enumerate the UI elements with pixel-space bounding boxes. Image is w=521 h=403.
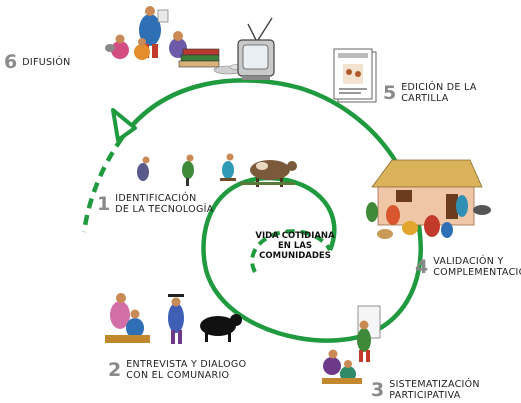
- step-2-number: 2: [108, 358, 122, 381]
- spiral-arrowhead: [111, 108, 137, 142]
- step-4-label-line-2: COMPLEMENTACIÓN: [433, 267, 521, 278]
- step-4-label: VALIDACIÓN Y COMPLEMENTACIÓN: [433, 256, 521, 278]
- center-label-line-2: EN LAS: [278, 241, 312, 251]
- step-1-label: IDENTIFICACIÓN DE LA TECNOLOGÍA: [115, 193, 213, 215]
- step-4-label-line-1: VALIDACIÓN Y: [433, 256, 504, 267]
- step-3-label: SISTEMATIZACIÓN PARTICIPATIVA: [389, 379, 480, 401]
- cow-icon: [240, 160, 297, 187]
- step-1-label-line-2: DE LA TECNOLOGÍA: [115, 204, 214, 215]
- step-6-label-line-1: DIFUSIÓN: [22, 57, 71, 68]
- peasants-group-icon: [105, 6, 187, 60]
- center-label-line-3: COMUNIDADES: [259, 251, 331, 261]
- step-3-label-line-1: SISTEMATIZACIÓN: [389, 379, 480, 390]
- adobe-house-icon: [366, 159, 491, 239]
- step-3-label-line-2: PARTICIPATIVA: [389, 390, 461, 401]
- step-6-number: 6: [4, 51, 18, 73]
- step-2-label-line-2: CON EL COMUNARIO: [126, 370, 230, 381]
- spiral-dashed-tail: [81, 136, 124, 233]
- walking-farmers-icon: [137, 153, 236, 186]
- step-2: 2 ENTREVISTA Y DIALOGO CON EL COMUNARIO: [108, 359, 246, 381]
- step-3-number: 3: [371, 378, 385, 401]
- step-5-number: 5: [383, 81, 397, 104]
- television-icon: [237, 17, 275, 80]
- step-3: 3 SISTEMATIZACIÓN PARTICIPATIVA: [371, 379, 480, 401]
- booklet-icon: [333, 48, 377, 103]
- step-2-label: ENTREVISTA Y DIALOGO CON EL COMUNARIO: [126, 359, 246, 381]
- bull-icon: [200, 314, 242, 342]
- step-1-label-line-1: IDENTIFICACIÓN: [115, 193, 197, 204]
- step-5: 5 EDICIÓN DE LA CARTILLA: [383, 82, 477, 104]
- step-5-label-line-1: EDICIÓN DE LA: [401, 82, 477, 93]
- step-6: 6 DIFUSIÓN: [4, 53, 71, 72]
- step-1-number: 1: [97, 192, 111, 215]
- interview-group-icon: [105, 293, 184, 344]
- step-5-label: EDICIÓN DE LA CARTILLA: [401, 82, 476, 104]
- step-5-label-line-2: CARTILLA: [401, 93, 449, 104]
- step-4: 4 VALIDACIÓN Y COMPLEMENTACIÓN: [415, 256, 521, 278]
- center-label-line-1: VIDA COTIDIANA: [255, 231, 335, 241]
- step-2-label-line-1: ENTREVISTA Y DIALOGO: [126, 359, 247, 370]
- step-4-number: 4: [415, 255, 429, 278]
- step-1: 1 IDENTIFICACIÓN DE LA TECNOLOGÍA: [97, 193, 214, 215]
- inner-dashed-arc: [250, 229, 332, 273]
- center-label: VIDA COTIDIANA EN LAS COMUNIDADES: [240, 231, 350, 261]
- step-6-label: DIFUSIÓN: [22, 57, 70, 68]
- presenter-board-icon: [322, 305, 381, 384]
